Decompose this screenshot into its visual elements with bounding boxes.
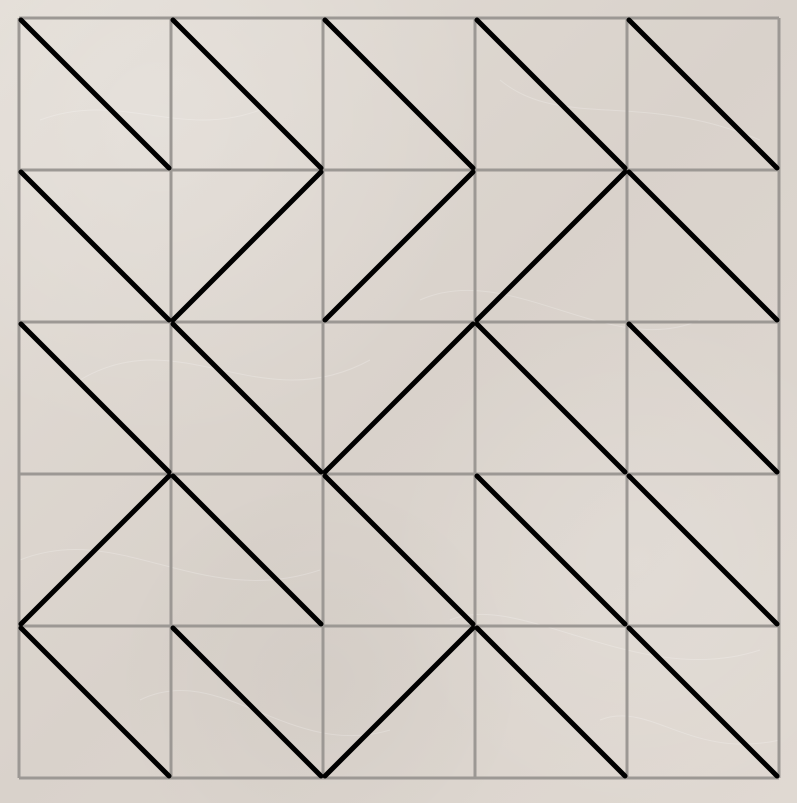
cell-line-r3-c1[interactable] [170, 473, 324, 627]
cell-line-r4-c1[interactable] [170, 625, 324, 779]
cell-line-r4-c3[interactable] [474, 625, 628, 779]
paper-texture [19, 79, 781, 745]
cell-line-r4-c2[interactable] [322, 625, 476, 779]
cell-line-r1-c1[interactable] [170, 169, 324, 323]
cell-line-r0-c1[interactable] [170, 17, 324, 171]
cell-line-r2-c4[interactable] [626, 321, 780, 475]
cell-line-r4-c4[interactable] [626, 625, 780, 779]
cell-line-r2-c3[interactable] [474, 321, 628, 475]
cell-line-r1-c4[interactable] [626, 169, 780, 323]
cell-line-r1-c2[interactable] [322, 169, 476, 323]
cell-line-r1-c0[interactable] [18, 169, 172, 323]
cell-line-r2-c2[interactable] [322, 321, 476, 475]
cell-line-r3-c2[interactable] [322, 473, 476, 627]
cell-line-r2-c1[interactable] [170, 321, 324, 475]
cell-line-r3-c0[interactable] [18, 473, 172, 627]
cell-line-r0-c3[interactable] [474, 17, 628, 171]
cell-line-r3-c4[interactable] [626, 473, 780, 627]
cell-line-r4-c0[interactable] [18, 625, 172, 779]
grid-lines [17, 16, 781, 780]
cell-line-r3-c3[interactable] [474, 473, 628, 627]
cell-line-r0-c4[interactable] [626, 17, 780, 171]
cell-line-r2-c0[interactable] [18, 321, 172, 475]
cell-line-r0-c2[interactable] [322, 17, 476, 171]
cell-lines [18, 17, 780, 779]
cell-line-r1-c3[interactable] [474, 169, 628, 323]
cell-line-r0-c0[interactable] [18, 17, 172, 171]
